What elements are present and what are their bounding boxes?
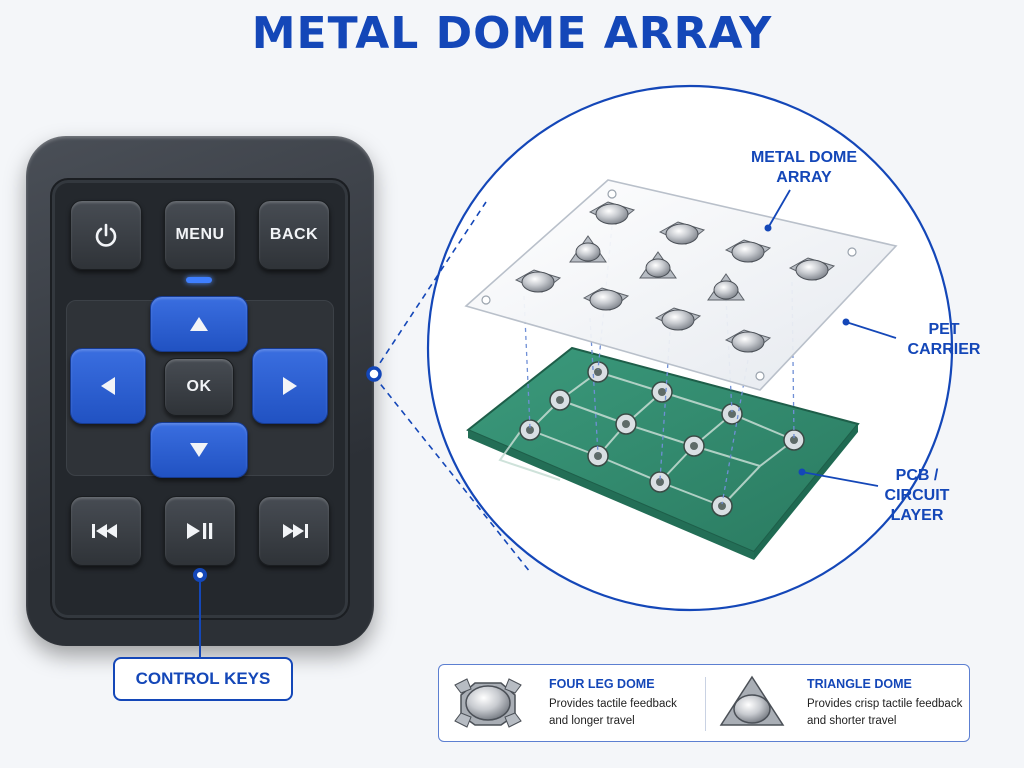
status-led [186,277,212,283]
back-button-label: BACK [269,226,319,243]
dome-array-leader [767,189,791,229]
pcb-layer-label-line-1: PCB / [895,467,939,484]
triangle-dome-description: Provides crisp tactile feedback and shor… [807,696,971,730]
arrow-up-icon [190,317,208,331]
pcb-traces [498,371,795,507]
skip-next-icon [283,524,308,538]
pcb-layer-label-line-3: LAYER [890,507,944,524]
pet-carrier-label-line-2: CARRIER [907,341,981,358]
magnifier-circle [426,84,954,612]
pet-carrier-label: PET CARRIER [904,320,984,360]
pcb-board-edge [754,424,858,560]
menu-button[interactable]: MENU [164,200,236,270]
play-pause-button[interactable] [164,496,236,566]
triangle-dome-description-line-2: and shorter travel [807,715,897,727]
pcb-layer-label-line-2: CIRCUIT [884,487,950,504]
four-leg-dome-description-line-2: and longer travel [549,715,635,727]
dome-array-label-line-2: ARRAY [776,169,832,186]
arrow-down-icon [190,443,208,457]
dome-array-leader-dot [764,224,772,232]
dome-type-legend: FOUR LEG DOME Provides tactile feedback … [438,664,970,742]
pet-carrier-label-line-1: PET [928,321,960,338]
power-icon [95,223,117,247]
four-leg-dome-icon [454,678,522,728]
pcb-board-side [468,430,754,560]
triangle-domes [569,235,745,301]
pet-carrier-leader [845,321,897,339]
control-keys-label: CONTROL KEYS [113,657,293,701]
triangle-dome-title: TRIANGLE DOME [807,677,912,691]
pcb-layer-leader [801,471,879,487]
pcb-layer-leader-dot [798,468,806,476]
back-button[interactable]: BACK [258,200,330,270]
four-leg-dome-description: Provides tactile feedback and longer tra… [549,696,709,730]
menu-button-label: MENU [175,226,225,243]
four-leg-dome-title: FOUR LEG DOME [549,677,655,691]
control-keys-leader-line [199,582,201,658]
left-button[interactable] [70,348,146,424]
previous-button[interactable] [70,496,142,566]
next-button[interactable] [258,496,330,566]
pet-carrier-leader-dot [842,318,850,326]
ok-button-label: OK [186,378,212,395]
arrow-left-icon [101,377,115,395]
pcb-layer-label: PCB / CIRCUIT LAYER [882,466,952,526]
pet-carrier-sheet [464,179,898,391]
four-leg-domes [514,201,836,353]
up-button[interactable] [150,296,248,352]
ok-button[interactable]: OK [164,358,234,416]
arrow-right-icon [283,377,297,395]
alignment-lines [523,225,795,505]
down-button[interactable] [150,422,248,478]
magnifier-connector-bottom [373,375,531,573]
four-leg-dome-description-line-1: Provides tactile feedback [549,698,677,710]
magnifier-connector-top [373,201,487,373]
control-keys-callout-dot [193,568,207,582]
pcb-board [466,346,860,554]
triangle-dome-description-line-1: Provides crisp tactile feedback [807,698,963,710]
triangle-dome-icon [719,675,785,726]
power-button[interactable] [70,200,142,270]
page-title: METAL DOME ARRAY [251,8,773,59]
play-pause-icon [187,523,213,539]
pcb-contact-pads [519,361,805,517]
dome-array-label: METAL DOME ARRAY [742,148,866,188]
pet-carrier-holes [481,189,857,381]
legend-divider [705,677,706,731]
remote-control: MENU BACK OK [26,136,374,646]
skip-previous-icon [92,524,117,538]
dome-array-label-line-1: METAL DOME [750,149,858,166]
right-button[interactable] [252,348,328,424]
